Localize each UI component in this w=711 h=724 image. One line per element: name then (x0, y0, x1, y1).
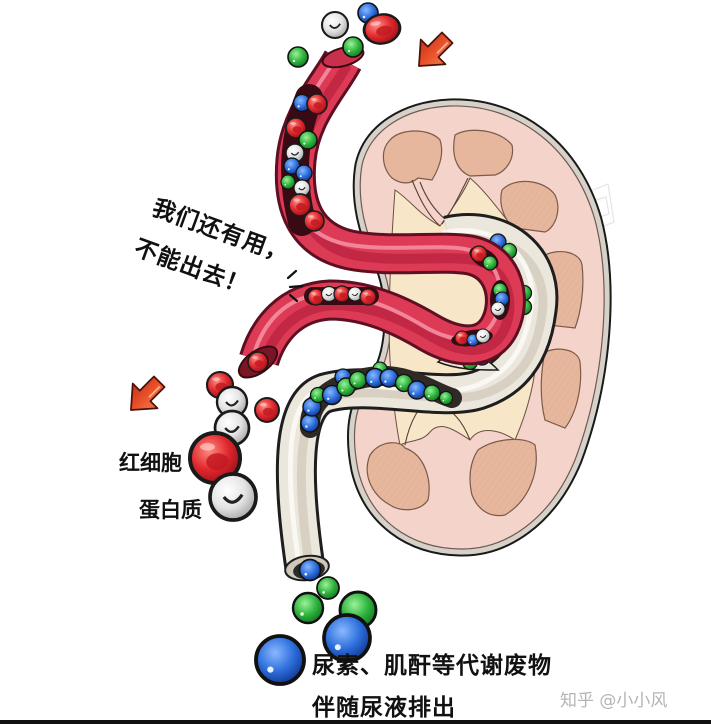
waste-particle-blue (298, 558, 322, 582)
waste-particle-blue (407, 380, 427, 400)
retained-cells (188, 370, 280, 522)
red-blood-cell (306, 93, 328, 115)
red-blood-cell (303, 210, 325, 232)
red-blood-cell (247, 351, 269, 373)
caption-line-2: 伴随尿液排出 (312, 695, 456, 721)
waste-particle-green (438, 390, 454, 406)
label-protein: 蛋白质 (139, 498, 202, 522)
waste-particle-green (316, 576, 340, 600)
arrow-down-left-icon (130, 375, 166, 411)
pyramid (382, 130, 443, 184)
waste-particle-blue-large (254, 634, 306, 686)
waste-particle-green (482, 255, 498, 271)
bottom-bar (0, 720, 711, 724)
waste-particle-green (423, 384, 441, 402)
speech-emphasis-marks-icon (286, 269, 304, 303)
protein-particle-large (208, 472, 258, 522)
red-blood-cell (254, 397, 280, 423)
protein-particle (490, 301, 506, 317)
red-blood-cell (359, 288, 377, 306)
caption-line-1: 尿素、肌酐等代谢废物 (312, 653, 552, 679)
waste-particle-green (291, 591, 325, 625)
waste-particle-blue (295, 164, 313, 182)
waste-particle-green (342, 36, 364, 58)
waste-particle-green (287, 46, 309, 68)
protein-particle (475, 328, 491, 344)
waste-particle-green (348, 370, 368, 390)
waste-particle-blue (300, 413, 320, 433)
label-red-blood-cell: 红细胞 (119, 451, 182, 475)
protein-particle (320, 10, 350, 40)
watermark-text: 知乎 @小小风 (560, 691, 668, 711)
pyramid (453, 129, 514, 177)
waste-particle-green (280, 174, 296, 190)
arrow-down-left-icon (418, 31, 454, 67)
